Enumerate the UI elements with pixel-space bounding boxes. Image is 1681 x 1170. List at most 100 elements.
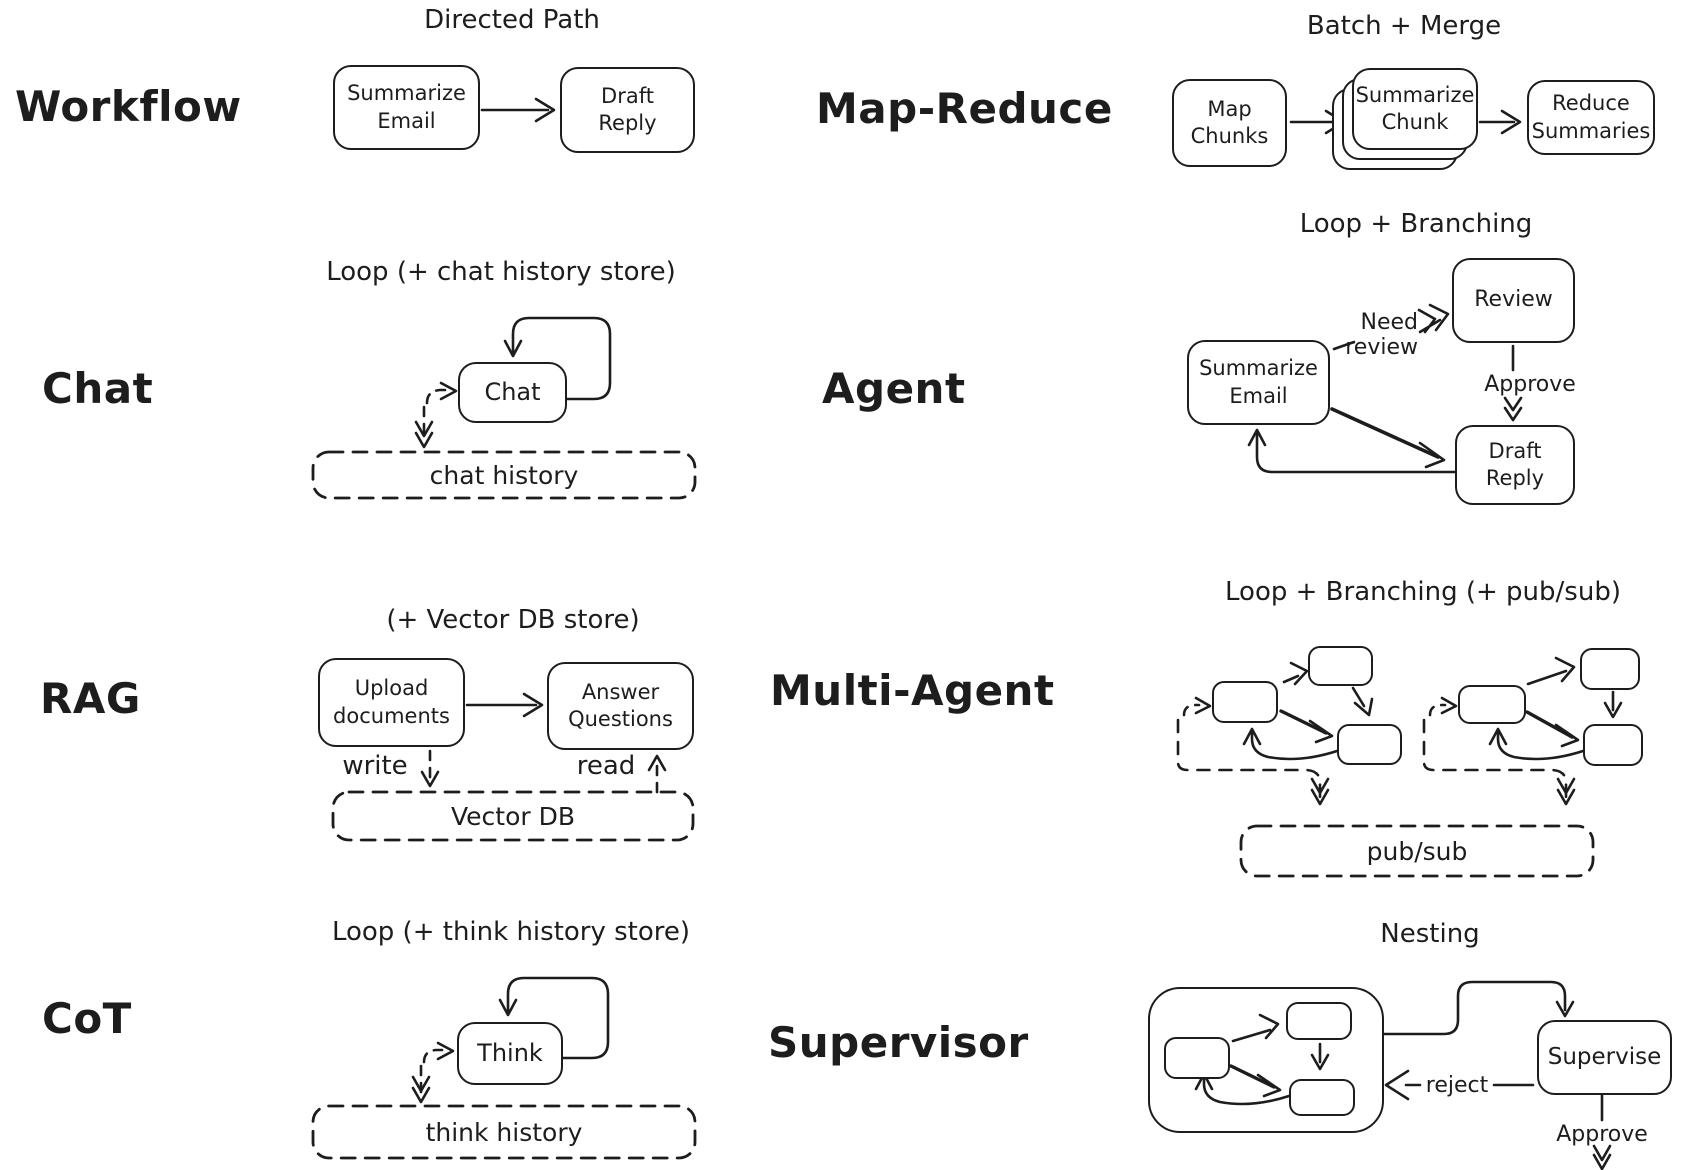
write-arrowhead — [420, 770, 440, 788]
node-text: Chat — [484, 377, 541, 406]
map-reduce-title: Batch + Merge — [1306, 11, 1502, 41]
edge-label-write: write — [342, 751, 408, 781]
multi-agent-title: Loop + Branching (+ pub/sub) — [1225, 577, 1621, 607]
edge-label-read: read — [576, 751, 636, 781]
node-text: Draft — [601, 83, 654, 108]
node-chat: Chat — [458, 362, 567, 423]
multi-agent-c1-top-node — [1308, 646, 1373, 686]
node-draft-reply-agent: Draft Reply — [1455, 425, 1575, 505]
node-upload-documents: Upload documents — [318, 658, 465, 747]
need-review-tick — [1332, 340, 1356, 351]
node-map-chunks: Map Chunks — [1172, 79, 1287, 167]
node-text: Summarize — [1199, 356, 1318, 381]
c2-dashed-entry — [1428, 703, 1447, 717]
vector-db-store: Vector DB — [450, 801, 575, 831]
c1-return-loop — [1242, 727, 1339, 761]
row-label-rag: RAG — [40, 674, 141, 723]
rag-edges — [331, 692, 695, 842]
think-history-store-outline — [311, 1104, 697, 1160]
c2-top-to-bottom-arrow — [1603, 690, 1623, 719]
supervisor-nested-container — [1148, 987, 1384, 1133]
chat-title: Loop (+ chat history store) — [326, 257, 676, 287]
agent-edges — [1247, 303, 1523, 474]
c2-left-to-bottom-arrow — [1525, 710, 1574, 739]
node-text: Summarize — [347, 81, 466, 106]
c1-top-to-bottom-arrow — [1351, 686, 1374, 717]
supervisor-inner-left-node — [1164, 1037, 1230, 1079]
edge-label-reject: reject — [1425, 1073, 1489, 1098]
supervisor-inner-bottom-node — [1289, 1079, 1355, 1116]
c2-return-loop — [1488, 727, 1585, 761]
workflow-edges — [480, 97, 556, 123]
multi-agent-c2-top-node — [1580, 648, 1640, 690]
node-summarize-chunk: Summarize Chunk — [1352, 68, 1478, 150]
upload-to-answer-arrow — [465, 692, 544, 718]
chat-edges — [311, 316, 697, 500]
row-label-workflow: Workflow — [15, 82, 242, 131]
vector-db-store-outline — [331, 790, 695, 842]
node-think: Think — [457, 1022, 563, 1085]
draft-to-summarize-return — [1247, 428, 1457, 474]
think-store-write-arrowhead — [411, 1075, 431, 1104]
think-self-loop — [498, 976, 610, 1060]
node-review: Review — [1452, 258, 1575, 343]
supervisor-inner-top-node — [1286, 1002, 1352, 1040]
node-text: Summarize — [1355, 82, 1475, 107]
summarize-to-draft-arrow — [1330, 407, 1440, 459]
node-summarize-email: Summarize Email — [333, 65, 480, 150]
node-text: Chunks — [1190, 124, 1269, 148]
multi-agent-c2-left-node — [1458, 685, 1526, 724]
row-label-agent: Agent — [822, 364, 966, 413]
node-answer-questions: Answer Questions — [547, 662, 694, 750]
node-text: Chunk — [1381, 110, 1449, 134]
node-summarize-email-agent: Summarize Email — [1187, 340, 1330, 425]
c2-dashed-loop-to-pubsub — [1422, 718, 1568, 802]
c1-dashed-entry — [1182, 703, 1201, 717]
think-store-read-arrow — [422, 1048, 444, 1064]
c1-dashed-loop-to-pubsub — [1176, 718, 1322, 802]
node-text: Summaries — [1531, 118, 1651, 143]
node-text: Email — [377, 108, 436, 133]
node-text: Upload — [354, 676, 429, 701]
think-store-read-arrowhead — [436, 1041, 455, 1061]
supervisor-edges — [1194, 980, 1612, 1170]
s-left-to-bottom-arrowhead — [1256, 1073, 1282, 1098]
multi-agent-c2-bottom-node — [1583, 724, 1643, 766]
approve-arrowhead — [1503, 396, 1523, 422]
chat-store-write-arrowhead — [414, 420, 434, 449]
chat-self-loop — [503, 316, 612, 401]
c1-left-to-bottom-arrowhead — [1308, 719, 1334, 744]
node-text: documents — [333, 703, 450, 728]
row-label-cot: CoT — [42, 994, 132, 1043]
summarize-to-reduce-arrow — [1478, 109, 1522, 135]
chat-store-read-arrow — [425, 388, 447, 405]
read-arrowhead — [647, 754, 667, 772]
node-reduce-summaries: Reduce Summaries — [1527, 80, 1655, 155]
agent-title: Loop + Branching — [1299, 209, 1533, 239]
node-text: Review — [1474, 287, 1553, 313]
node-text: Email — [1229, 383, 1288, 408]
node-text: Reduce — [1552, 91, 1630, 116]
row-label-multi-agent: Multi-Agent — [770, 666, 1055, 715]
node-text: Supervise — [1547, 1043, 1662, 1070]
node-text: Draft — [1488, 438, 1542, 463]
multi-agent-c1-bottom-node — [1337, 724, 1402, 765]
row-label-map-reduce: Map-Reduce — [816, 84, 1113, 133]
chat-history-store-outline — [311, 450, 697, 500]
multi-agent-cluster-2-edges — [1239, 656, 1623, 878]
edge-label-approve: Approve — [1484, 372, 1576, 397]
c2-left-to-top-arrow — [1526, 656, 1576, 686]
need-review-arrow — [1417, 303, 1450, 334]
container-to-supervise-connector — [1382, 980, 1575, 1036]
node-supervise: Supervise — [1537, 1020, 1672, 1095]
multi-agent-c1-left-node — [1212, 681, 1278, 723]
node-text: Reply — [598, 111, 657, 135]
supervise-approve-arrowhead — [1592, 1144, 1612, 1170]
chat-history-store: chat history — [429, 460, 579, 490]
c2-pubsub-arrowhead — [1556, 777, 1576, 806]
c1-left-to-bottom-arrow — [1279, 709, 1328, 735]
edge-label-supervise-approve: Approve — [1556, 1122, 1648, 1147]
node-text: Think — [477, 1038, 543, 1067]
